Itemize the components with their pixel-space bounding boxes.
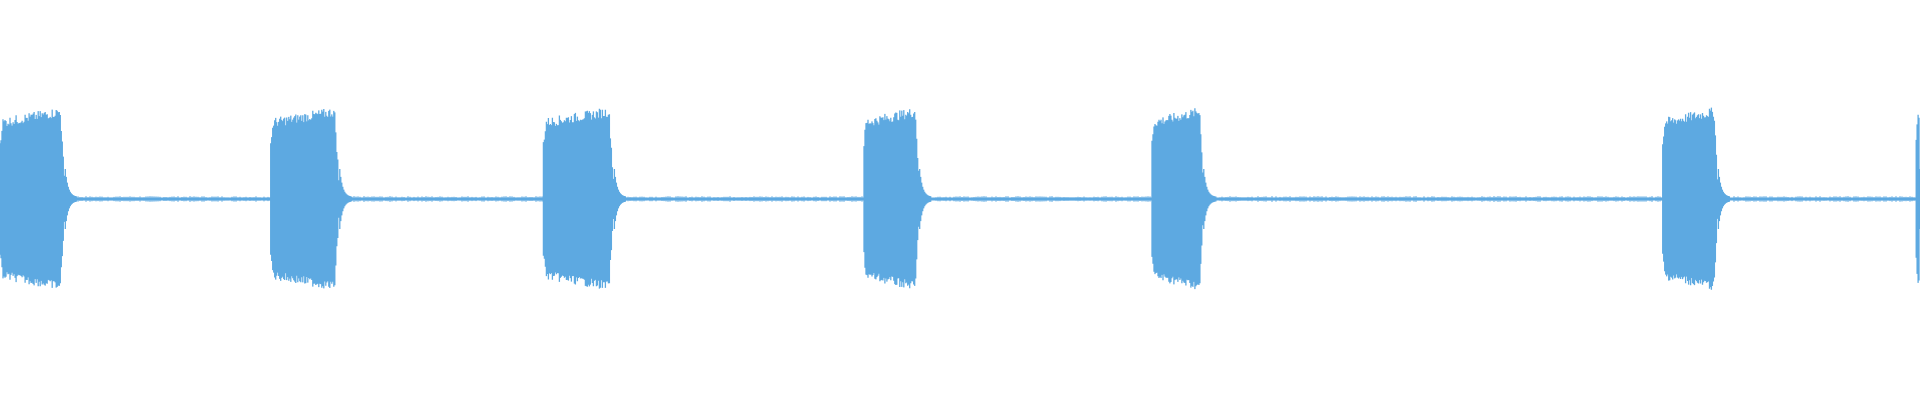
waveform-burst-2	[270, 109, 352, 289]
waveform-burst-1	[0, 109, 77, 288]
waveform-burst-6	[1662, 107, 1731, 290]
waveform-burst-4	[863, 109, 932, 289]
waveform-burst-7	[1915, 114, 1920, 283]
waveform-burst-3	[542, 108, 627, 289]
waveform-burst-5	[1151, 108, 1216, 290]
